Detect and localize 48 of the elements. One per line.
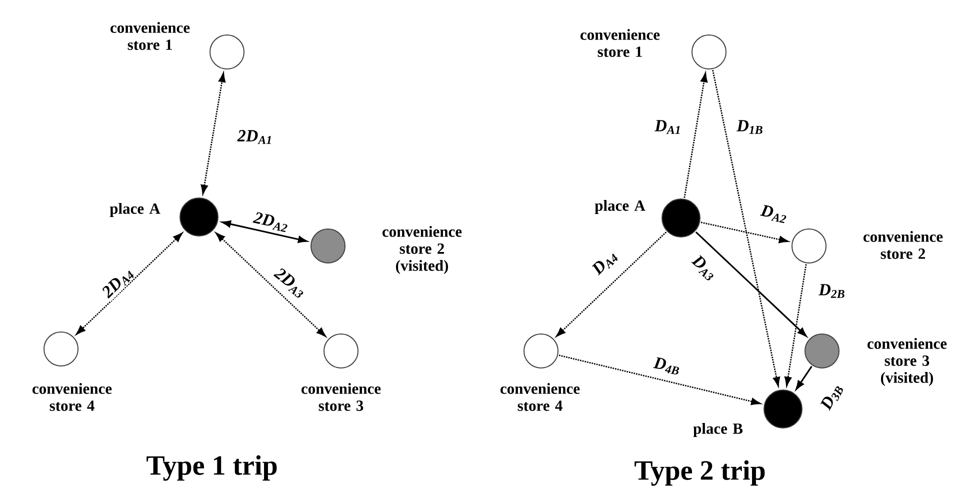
node-label: place A (110, 202, 160, 217)
circle-node (804, 333, 840, 368)
edge-label: D$_{A2}$ (758, 203, 790, 225)
arrow (784, 264, 807, 386)
edge-label: 2D$_{A4}$ (99, 264, 137, 302)
circle-node (44, 331, 79, 366)
node-label: convenience store 1 (110, 22, 190, 50)
circle-node (764, 389, 802, 428)
edge-label: 2D$_{A2}$ (251, 210, 291, 234)
arrow (712, 70, 780, 386)
edge-label: D$_{A1}$ (654, 119, 682, 135)
edge-label: D$_{2B}$ (818, 283, 846, 299)
node-label: convenience store 4 (500, 383, 580, 411)
arrow (556, 232, 667, 337)
arrow (796, 366, 812, 390)
node-label: convenience store 2 (864, 231, 943, 259)
node-label: place A (594, 200, 646, 214)
arrow (700, 222, 788, 244)
circle-node (180, 198, 218, 236)
circle-node (692, 34, 726, 70)
edge-label: D$_{1B}$ (736, 119, 764, 135)
node-label: convenience store 3 (visited) (868, 338, 947, 386)
arrow (222, 220, 308, 243)
circle-node (310, 228, 346, 264)
panel-title: Type 2 trip (634, 460, 765, 486)
edge-label: D$_{A3}$ (688, 252, 720, 284)
circle-node (792, 228, 826, 264)
node-label: convenience store 3 (302, 383, 381, 411)
arrow (695, 231, 807, 337)
edge-label: D$_{3B}$ (818, 380, 846, 414)
node-label: convenience store 1 (580, 29, 660, 57)
edge-label: 2D$_{A1}$ (236, 129, 274, 145)
arrow (558, 354, 761, 406)
circle-node (524, 333, 558, 368)
circle-node (324, 333, 358, 368)
node-label: place B (693, 422, 743, 437)
panel-title: Type 1 trip (146, 455, 277, 481)
arrow (684, 72, 708, 198)
arrow (200, 72, 226, 194)
arrow (216, 232, 326, 337)
arrow (76, 232, 183, 335)
node-label: convenience store 2 (visited) (382, 226, 462, 274)
circle-node (210, 34, 244, 70)
edge-label: D$_{4B}$ (652, 356, 682, 376)
circle-node (662, 198, 700, 238)
node-label: convenience store 4 (32, 383, 112, 411)
edge-label: 2D$_{A3}$ (270, 265, 310, 301)
edge-label: D$_{A4}$ (589, 247, 621, 279)
